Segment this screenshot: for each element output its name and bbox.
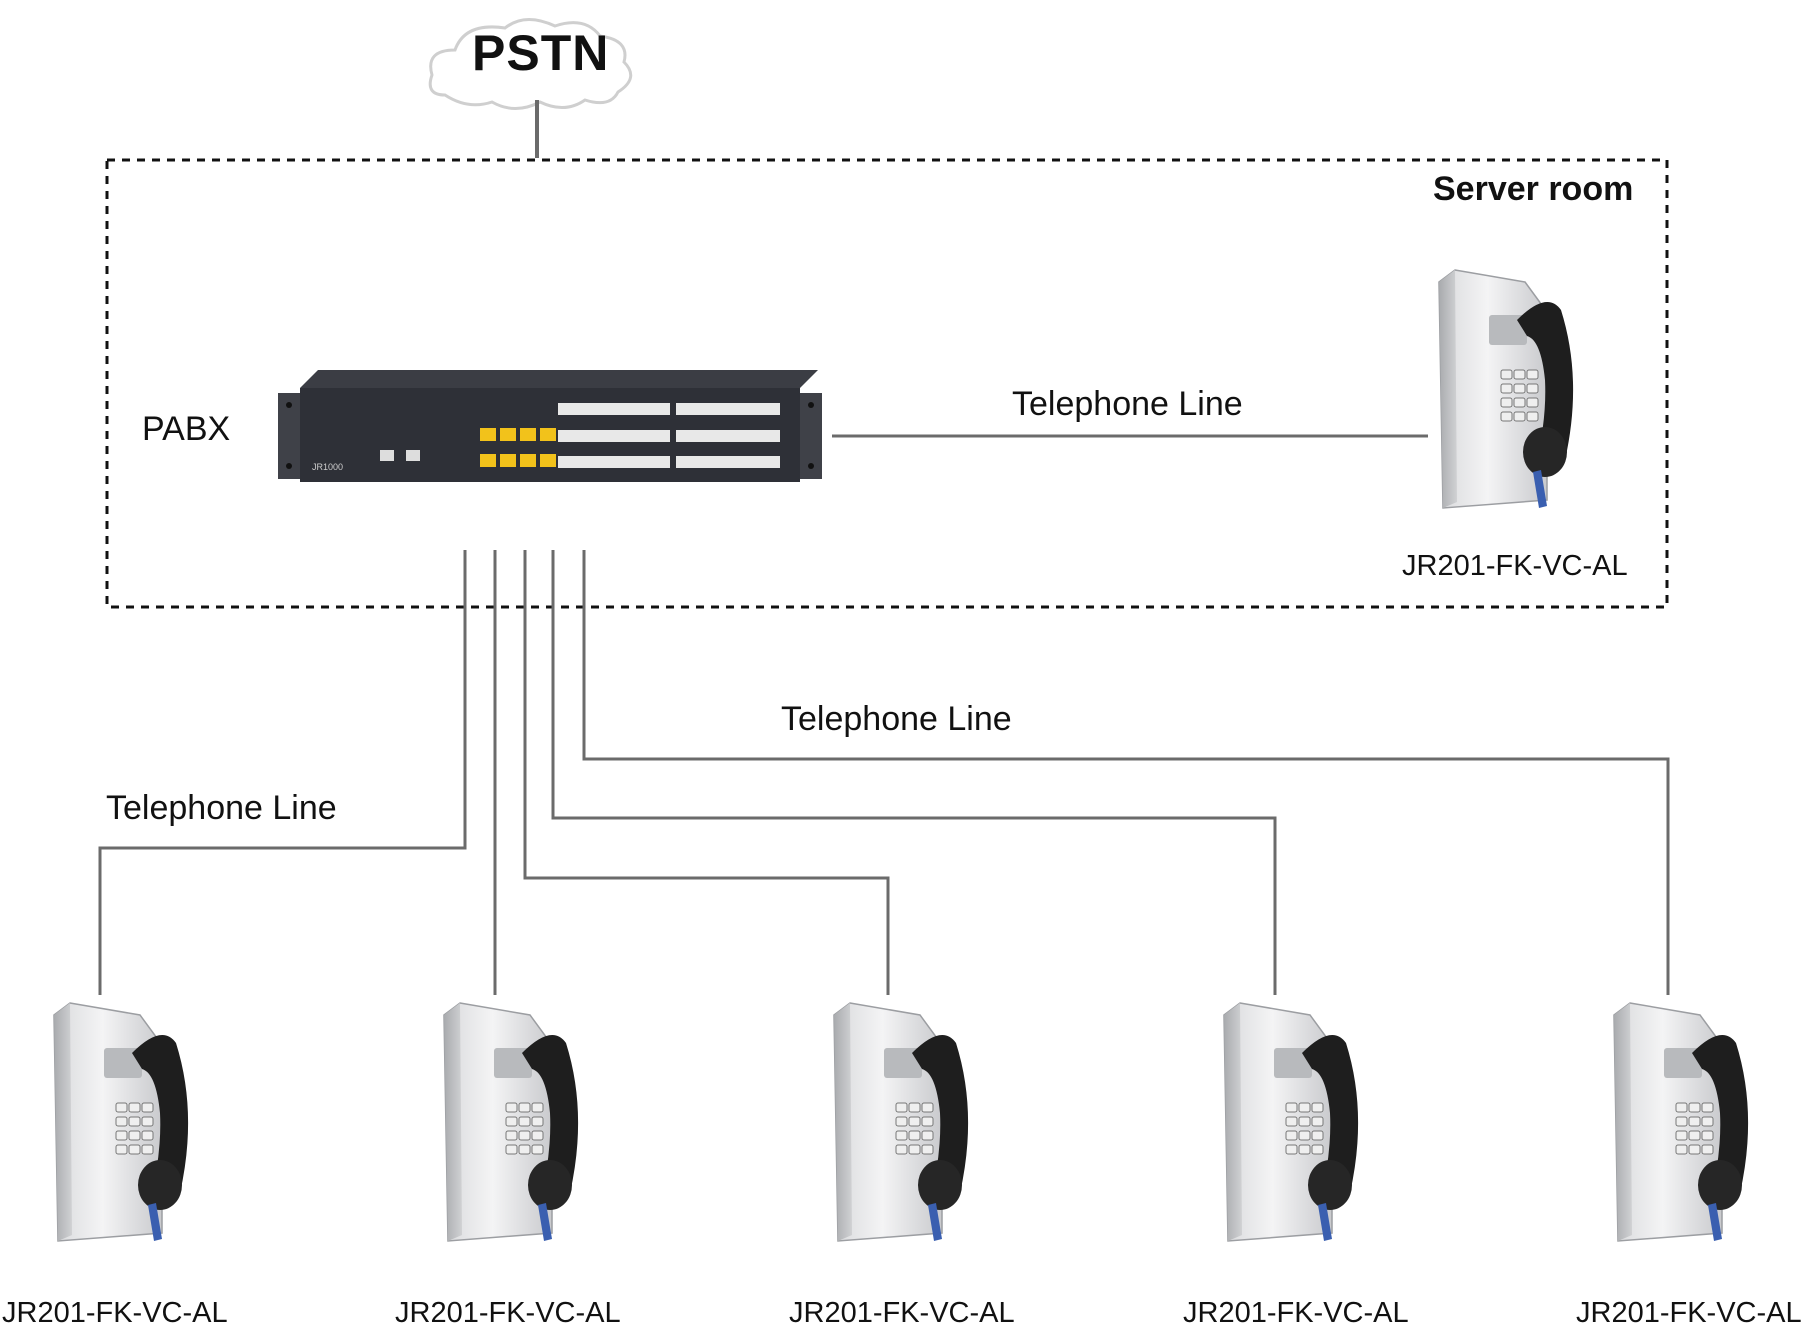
line-phone-5 (582, 550, 1670, 995)
phone-2 (443, 1002, 579, 1242)
pstn-label: PSTN (472, 25, 610, 81)
phone-3-model: JR201-FK-VC-AL (789, 1297, 1015, 1329)
phone-1 (53, 1002, 189, 1242)
line-phone-1 (98, 550, 467, 995)
line-phone-4 (551, 550, 1277, 995)
pabx-device: JR1000 (278, 370, 822, 482)
pabx-label: PABX (142, 410, 231, 448)
line-phone-3 (523, 550, 890, 995)
phone-3 (833, 1002, 969, 1242)
room-phone-model: JR201-FK-VC-AL (1402, 550, 1628, 582)
phone-1-model: JR201-FK-VC-AL (2, 1297, 228, 1329)
pabx-model-text: JR1000 (312, 462, 343, 472)
phone-5 (1613, 1002, 1749, 1242)
server-room-title: Server room (1433, 170, 1634, 208)
phone-2-model: JR201-FK-VC-AL (395, 1297, 621, 1329)
server-room-boundary (105, 158, 1669, 609)
phone-4 (1223, 1002, 1359, 1242)
telephone-line-label-top: Telephone Line (1012, 385, 1243, 423)
phone-5-model: JR201-FK-VC-AL (1576, 1297, 1802, 1329)
telephone-lines (98, 550, 1670, 995)
telephone-line-label-mid: Telephone Line (781, 700, 1012, 738)
room-phone (1438, 269, 1574, 509)
phone-4-model: JR201-FK-VC-AL (1183, 1297, 1409, 1329)
telephone-line-label-left: Telephone Line (106, 789, 337, 827)
